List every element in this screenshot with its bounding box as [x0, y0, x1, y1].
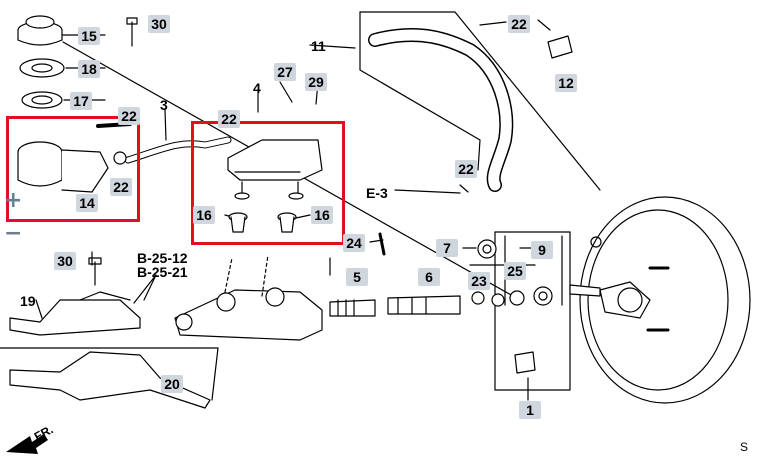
hose-frame	[359, 11, 601, 191]
part-label-14[interactable]: 14	[76, 194, 98, 212]
part-label-29[interactable]: 29	[305, 73, 327, 91]
ref-label-b-25-12[interactable]: B-25-12	[137, 250, 188, 266]
part-label-17[interactable]: 17	[70, 92, 92, 110]
part-label-22-reservoir[interactable]: 22	[218, 110, 240, 128]
highlight-box-filler	[6, 116, 140, 222]
part-label-22-top[interactable]: 22	[508, 15, 530, 33]
ref-label-b-25-21[interactable]: B-25-21	[137, 264, 188, 280]
part-label-5[interactable]: 5	[346, 268, 368, 286]
part-label-30-bottom[interactable]: 30	[54, 252, 76, 270]
highlight-box-reservoir	[191, 121, 345, 245]
part-label-7[interactable]: 7	[436, 239, 458, 257]
part-label-24[interactable]: 24	[343, 234, 365, 252]
zoom-in-button[interactable]: +	[4, 188, 23, 213]
part-label-25[interactable]: 25	[504, 262, 526, 280]
part-label-11[interactable]: 11	[311, 38, 326, 54]
bracket-frame	[0, 347, 219, 401]
part-label-15[interactable]: 15	[78, 27, 100, 45]
part-label-22-hose[interactable]: 22	[118, 107, 140, 125]
part-label-27[interactable]: 27	[274, 63, 296, 81]
part-label-18[interactable]: 18	[78, 60, 100, 78]
part-label-23[interactable]: 23	[468, 272, 490, 290]
front-arrow-icon	[6, 434, 48, 454]
kit-frame	[494, 231, 571, 391]
part-label-19[interactable]: 19	[20, 293, 36, 309]
part-label-16-left[interactable]: 16	[193, 206, 215, 224]
part-label-16-right[interactable]: 16	[311, 206, 333, 224]
zoom-out-button[interactable]: −	[4, 221, 23, 246]
part-label-20[interactable]: 20	[161, 375, 183, 393]
part-label-6[interactable]: 6	[418, 268, 440, 286]
corner-mark: S	[739, 440, 748, 454]
part-label-22-vacuum[interactable]: 22	[455, 160, 477, 178]
part-label-3[interactable]: 3	[160, 97, 168, 113]
part-label-1[interactable]: 1	[519, 401, 541, 419]
ref-label-e3[interactable]: E-3	[366, 185, 388, 201]
part-label-12[interactable]: 12	[555, 74, 577, 92]
part-label-4[interactable]: 4	[253, 80, 261, 96]
part-label-22-filler[interactable]: 22	[110, 178, 132, 196]
part-label-30[interactable]: 30	[148, 15, 170, 33]
part-label-9[interactable]: 9	[531, 241, 553, 259]
